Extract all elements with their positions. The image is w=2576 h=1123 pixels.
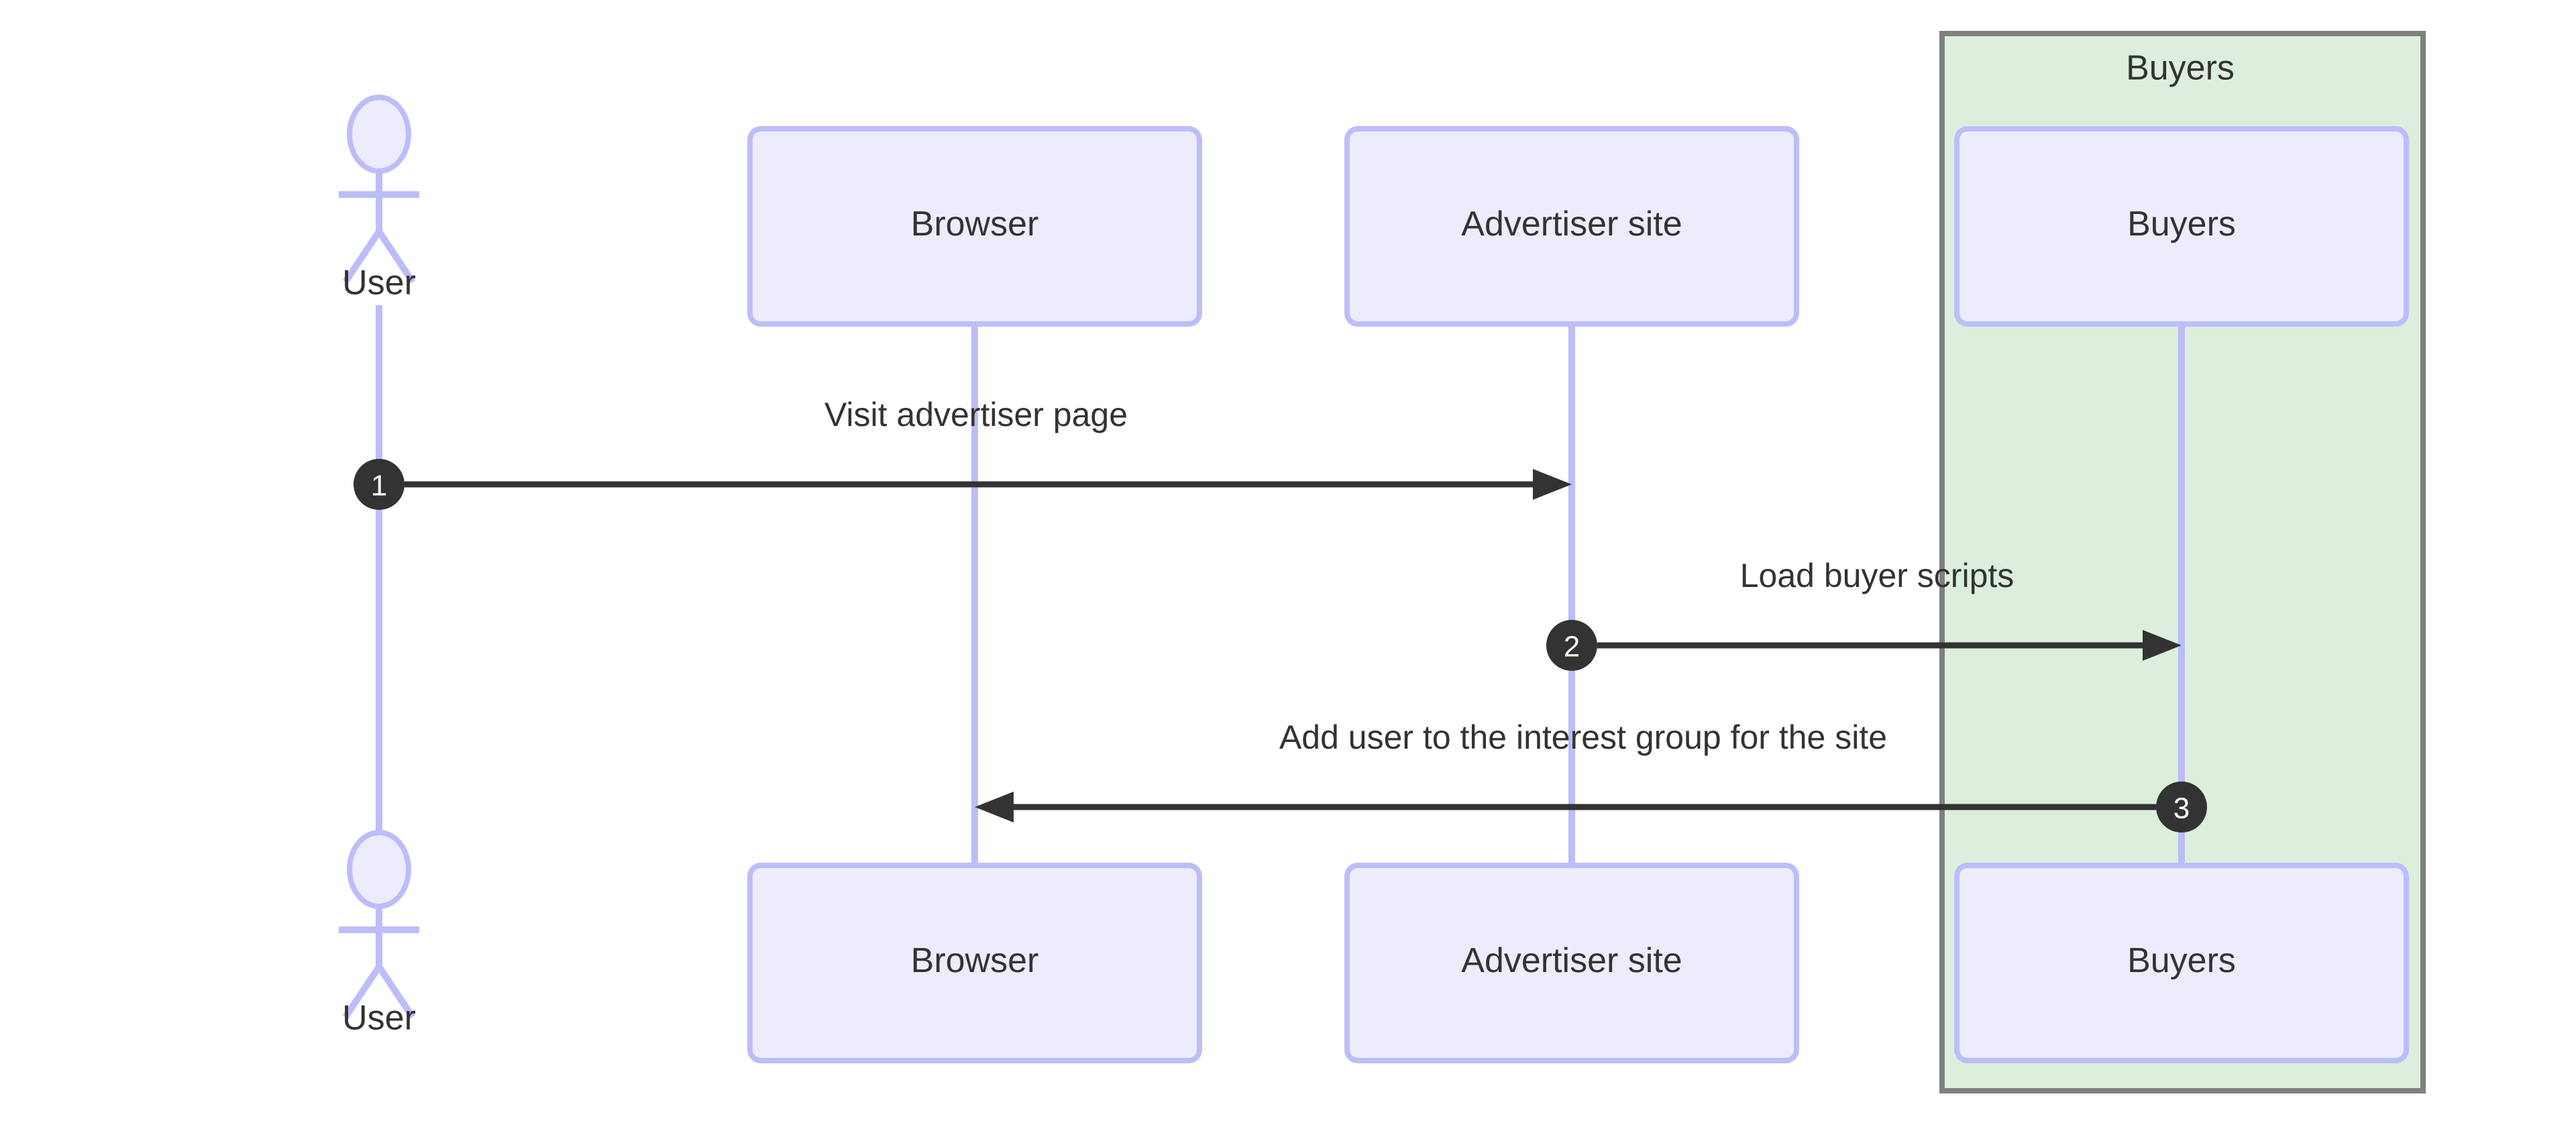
message-label-2: Load buyer scripts xyxy=(1740,557,2015,594)
participant-label-advertiser-top: Advertiser site xyxy=(1461,205,1682,244)
sequence-badge-1 xyxy=(354,459,405,510)
actor-head-icon xyxy=(347,830,411,909)
participant-buyers-bottom[interactable]: Buyers xyxy=(1954,863,2409,1063)
participant-browser-bottom[interactable]: Browser xyxy=(747,863,1202,1063)
participant-browser-top[interactable]: Browser xyxy=(747,126,1202,327)
participant-label-browser-bottom: Browser xyxy=(911,941,1039,980)
participant-box xyxy=(1344,126,1799,327)
participant-buyers-top[interactable]: Buyers xyxy=(1954,126,2409,327)
participant-box xyxy=(747,863,1202,1063)
participant-label-advertiser-bottom: Advertiser site xyxy=(1461,941,1682,980)
participant-box xyxy=(1954,863,2409,1063)
sequence-badge-3 xyxy=(2156,782,2207,833)
participant-box xyxy=(1954,126,2409,327)
participant-label-buyers-bottom: Buyers xyxy=(2127,941,2236,980)
message-arrowhead-3 xyxy=(975,792,1014,822)
actor-user-top[interactable]: User xyxy=(339,95,419,303)
participant-box xyxy=(1344,863,1799,1063)
message-3[interactable]: Add user to the interest group for the s… xyxy=(975,718,2207,833)
message-arrowhead-2 xyxy=(2143,630,2182,661)
participant-advertiser-top[interactable]: Advertiser site xyxy=(1344,126,1799,327)
message-2[interactable]: Load buyer scripts 2 xyxy=(1546,557,2182,671)
actor-legs-icon xyxy=(342,965,416,1019)
actor-legs-icon xyxy=(342,229,416,284)
message-1[interactable]: Visit advertiser page 1 xyxy=(354,396,1572,510)
actor-label-user-bottom: User xyxy=(342,999,416,1038)
lifelines-layer xyxy=(376,305,2185,865)
actor-head-icon xyxy=(347,95,411,174)
message-label-3: Add user to the interest group for the s… xyxy=(1279,718,1887,756)
group-box-title: Buyers xyxy=(2126,49,2235,88)
sequence-badge-2 xyxy=(1546,620,1597,671)
participant-box xyxy=(747,126,1202,327)
participant-label-buyers-top: Buyers xyxy=(2127,205,2236,244)
sequence-number-3: 3 xyxy=(2174,792,2190,825)
participant-label-browser-top: Browser xyxy=(911,205,1039,244)
actor-user-bottom[interactable]: User xyxy=(339,830,419,1038)
message-arrowhead-1 xyxy=(1533,469,1572,500)
sequence-number-1: 1 xyxy=(371,470,387,502)
actor-label-user-top: User xyxy=(342,264,416,303)
message-label-1: Visit advertiser page xyxy=(824,396,1128,433)
participant-advertiser-bottom[interactable]: Advertiser site xyxy=(1344,863,1799,1063)
sequence-number-2: 2 xyxy=(1564,631,1580,663)
